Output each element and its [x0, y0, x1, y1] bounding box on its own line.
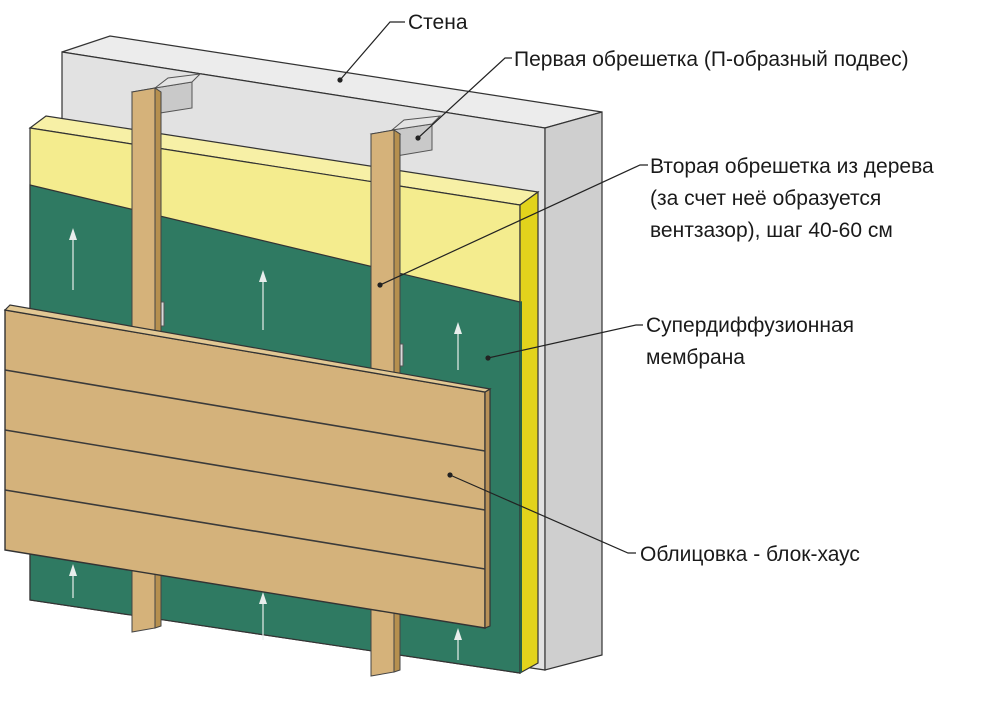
label-membrane-line1: Супердиффузионная — [646, 314, 854, 337]
airflow-arrow — [69, 564, 77, 598]
leader-second-battens — [377, 164, 648, 288]
airflow-arrow — [454, 322, 462, 370]
leader-membrane — [485, 324, 643, 361]
wall-side — [544, 111, 603, 671]
airflow-arrow — [259, 270, 267, 330]
label-second-battens-line3: вентзазор), шаг 40-60 см — [650, 219, 893, 242]
label-cladding: Облицовка - блок-хаус — [640, 543, 860, 566]
leader-cladding — [447, 472, 636, 554]
label-second-battens-line2: (за счет неё образуется — [650, 187, 881, 210]
board-seam — [4, 489, 486, 570]
cladding-top-edge — [3, 304, 492, 393]
airflow-arrows — [69, 228, 462, 660]
airflow-arrow — [259, 592, 267, 640]
insulation-side — [519, 190, 539, 675]
label-membrane-line2: мембрана — [646, 346, 745, 369]
label-first-battens: Первая обрешетка (П-образный подвес) — [514, 48, 909, 71]
cladding-panel — [3, 304, 492, 629]
u-bracket — [390, 115, 442, 157]
label-wall: Стена — [408, 11, 468, 34]
callout-labels: Стена Первая обрешетка (П-образный подве… — [408, 11, 934, 566]
membrane-side — [520, 301, 522, 673]
leader-first-battens — [415, 57, 512, 141]
leader-lines — [337, 21, 648, 554]
airflow-arrow — [69, 228, 77, 290]
cladding-edge — [484, 387, 491, 629]
board-seam — [4, 429, 486, 511]
leader-wall — [337, 21, 405, 83]
airflow-arrow — [454, 628, 462, 660]
board-seam — [4, 369, 486, 452]
label-second-battens-line1: Вторая обрешетка из дерева — [650, 155, 934, 178]
